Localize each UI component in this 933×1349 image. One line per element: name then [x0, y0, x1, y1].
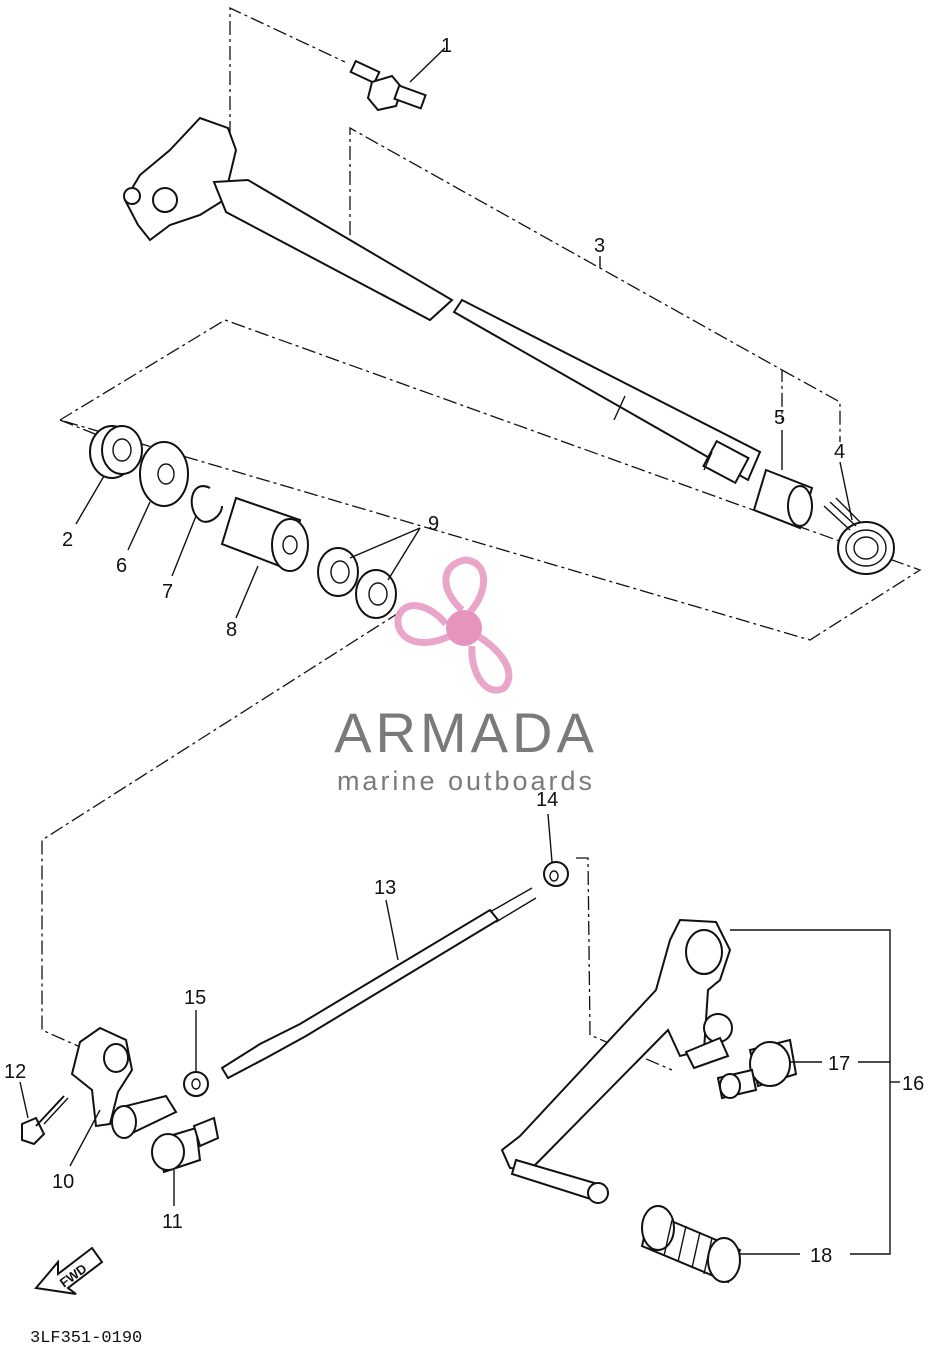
part-16-shift-pedal: [500, 918, 733, 1204]
part-12-bolt: [21, 1095, 69, 1146]
watermark-tagline: marine outboards: [337, 766, 595, 796]
part-1-stud-bolt: [349, 59, 427, 112]
label-9: 9: [428, 513, 439, 535]
label-6: 6: [116, 555, 127, 577]
label-7: 7: [162, 581, 173, 603]
drawing-code: 3LF351-0190: [30, 1329, 142, 1348]
label-3: 3: [594, 235, 605, 257]
label-5: 5: [774, 407, 785, 429]
part-9-bearings: [317, 547, 397, 619]
label-16: 16: [902, 1073, 924, 1095]
label-2: 2: [62, 529, 73, 551]
part-4-spring: [823, 497, 895, 575]
part-10-lever: [70, 1026, 178, 1139]
label-12: 12: [4, 1061, 26, 1083]
part-13-shift-rod: [220, 887, 537, 1080]
part-11-joint: [151, 1116, 220, 1174]
label-15: 15: [184, 987, 206, 1009]
label-1: 1: [441, 35, 452, 57]
part-15-nut: [183, 1071, 209, 1097]
label-17: 17: [828, 1053, 850, 1075]
leader-lines: [19, 47, 900, 1255]
label-13: 13: [374, 877, 396, 899]
armada-logo-icon: [394, 556, 513, 694]
part-14-nut: [543, 861, 569, 887]
part-labels: 1 2 3 4 5 6 7 8 9 10 11 12 13 14 15 16 1…: [4, 35, 924, 1267]
part-18-pedal-rubber: [640, 1205, 742, 1284]
label-11: 11: [162, 1211, 183, 1233]
part-6-washer: [139, 441, 189, 507]
part-17-joint: [716, 1038, 798, 1100]
upper-assembly-guides: [59, 6, 922, 641]
label-14: 14: [536, 789, 558, 811]
part-7-circlip: [190, 485, 223, 523]
fwd-arrow-icon: FWD: [34, 1246, 104, 1295]
label-10: 10: [52, 1171, 74, 1193]
part-8-bushing: [220, 496, 309, 572]
label-18: 18: [810, 1245, 832, 1267]
label-4: 4: [834, 441, 845, 463]
label-8: 8: [226, 619, 237, 641]
part-3-shift-shaft: [123, 116, 762, 485]
watermark-brand: ARMADA: [334, 701, 598, 764]
part-5-collar: [752, 468, 814, 530]
part-2-oil-seal: [89, 425, 143, 479]
